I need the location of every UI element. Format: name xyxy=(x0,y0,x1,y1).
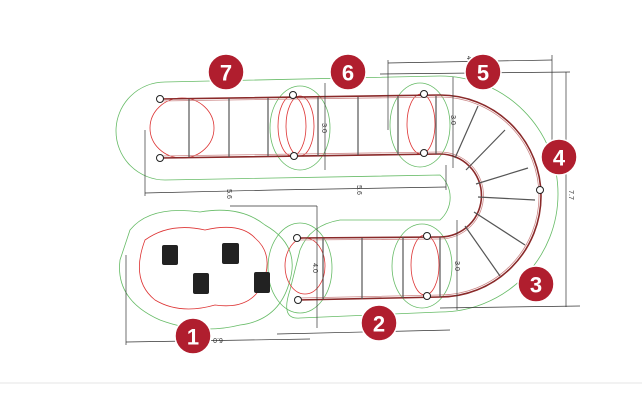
zone-badge-1: 1 xyxy=(174,317,212,355)
post-icon xyxy=(420,149,428,157)
post-icon xyxy=(156,95,164,103)
post-icon xyxy=(420,90,428,98)
dimension-label: 3.0 xyxy=(320,123,327,133)
track-rungs xyxy=(188,96,536,299)
svg-text:1: 1 xyxy=(187,325,199,350)
dimension-label: 3.0 xyxy=(453,261,460,271)
post-icon xyxy=(290,152,298,160)
tile-icon xyxy=(254,272,270,293)
dimension-label: 5.6 xyxy=(355,185,362,195)
svg-text:6: 6 xyxy=(342,61,354,86)
post-icon xyxy=(156,154,164,162)
svg-text:4: 4 xyxy=(553,146,566,171)
svg-text:5: 5 xyxy=(477,61,489,86)
tile-icon xyxy=(222,243,239,264)
dimension-labels: 6.0 4.0 5.6 5.6 3.0 3.0 3.0 7.7 4 xyxy=(213,56,574,343)
stepping-tiles xyxy=(162,243,270,294)
svg-text:2: 2 xyxy=(373,312,385,337)
dimension-label: 4.0 xyxy=(311,263,318,273)
dimension-label: 6.0 xyxy=(213,336,223,343)
post-icon xyxy=(423,232,431,240)
fall-zone-outlines xyxy=(139,93,440,310)
zone-badge-4: 4 xyxy=(540,138,578,176)
anchor-posts xyxy=(156,90,544,304)
dimension-label: 7.7 xyxy=(567,190,574,200)
dimension-label: 4 xyxy=(465,56,472,60)
post-icon xyxy=(536,186,544,194)
dimension-label: 5.6 xyxy=(225,189,232,199)
post-icon xyxy=(289,91,297,99)
tile-icon xyxy=(162,245,178,265)
zone-badge-2: 2 xyxy=(360,304,398,342)
zone-badge-5: 5 xyxy=(464,53,502,91)
zone-badge-7: 7 xyxy=(207,53,245,91)
dimension-label: 3.0 xyxy=(449,115,456,125)
dimension-lines xyxy=(125,55,581,345)
svg-text:3: 3 xyxy=(530,273,542,298)
post-icon xyxy=(293,234,301,242)
zone-badge-3: 3 xyxy=(517,265,555,303)
zone-badge-6: 6 xyxy=(329,53,367,91)
post-icon xyxy=(423,292,431,300)
svg-text:7: 7 xyxy=(220,61,232,86)
post-icon xyxy=(294,296,302,304)
track-rails xyxy=(159,94,542,301)
safety-zone-outlines xyxy=(115,75,559,330)
tile-icon xyxy=(193,273,209,294)
